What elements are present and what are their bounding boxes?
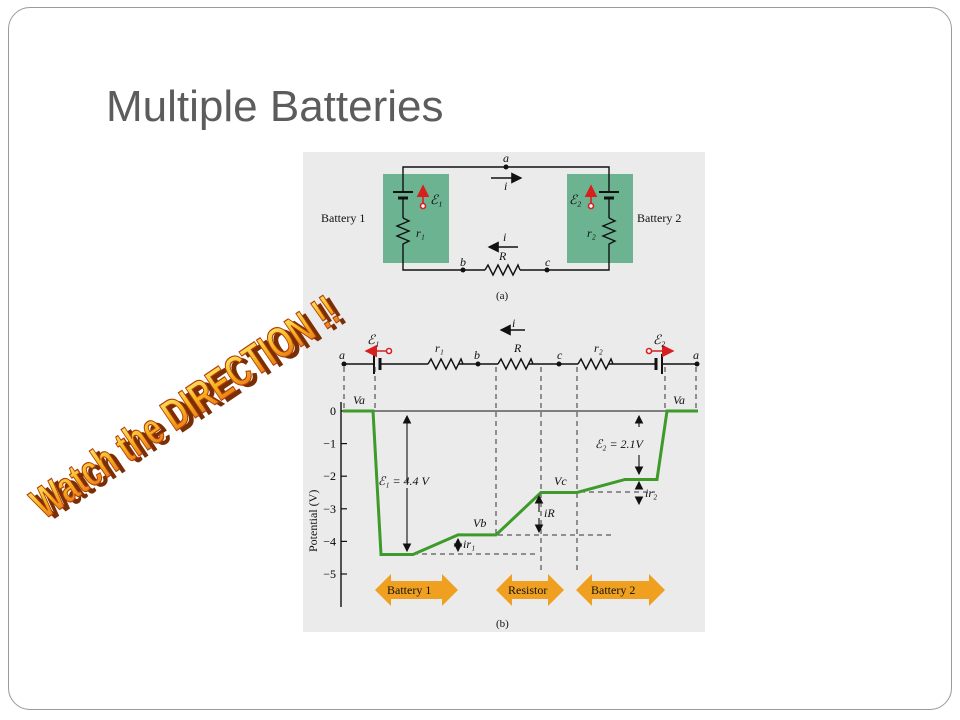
plot-node-b-label: b [474, 348, 480, 362]
battery1-section-arrow [375, 574, 458, 606]
plot-node-c-label: c [557, 348, 563, 362]
current-bottom-label: i [503, 230, 506, 244]
circuit-figure: Battery 1 Battery 2 ℰ₁ ℰ₂ r₁ r₂ a b c i … [303, 152, 705, 632]
potential-trace [343, 409, 698, 556]
resistor-section-arrow [496, 574, 564, 606]
battery1-box [383, 174, 449, 263]
circuit-wires [393, 166, 619, 277]
y-axis-label: Potential (V) [306, 490, 320, 552]
ir1-label: ir₁ [463, 537, 475, 551]
plot-axes [340, 402, 693, 607]
current-top-label: i [504, 179, 507, 193]
emf1-value-label: ℰ₁ = 4.4 V [378, 474, 431, 488]
battery2-section-arrow [576, 574, 665, 606]
resistor-label: R [498, 249, 507, 263]
slide-title: Multiple Batteries [106, 82, 444, 131]
plot-emf2-label: ℰ₂ [653, 332, 666, 347]
node-b-label: b [460, 255, 466, 269]
figure-svg: Battery 1 Battery 2 ℰ₁ ℰ₂ r₁ r₂ a b c i … [303, 152, 705, 632]
node-c-dot [544, 267, 550, 273]
battery2-box [567, 174, 633, 263]
emf1-label: ℰ₁ [430, 192, 442, 207]
Vb-label: Vb [473, 516, 486, 530]
Vc-label: Vc [554, 474, 567, 488]
emf2-label: ℰ₂ [569, 192, 582, 207]
emf-arrows-plot [364, 344, 675, 358]
plot-node-a-right [694, 361, 700, 367]
node-a-dot [503, 164, 509, 170]
r2-label: r₂ [587, 226, 596, 240]
plot-emf1-label: ℰ₁ [367, 332, 379, 347]
y-tick-label: −1 [323, 437, 336, 451]
y-tick-label: 0 [330, 404, 336, 418]
caption-a: (a) [496, 290, 509, 302]
node-b-dot [460, 267, 466, 273]
ir2-label: ir₂ [645, 486, 657, 500]
y-ticks: 0 −1 −2 −3 −4 −5 [323, 404, 347, 581]
section-battery1-label: Battery 1 [387, 583, 431, 597]
Va-right-label: Va [673, 393, 685, 407]
y-tick-label: −2 [323, 469, 336, 483]
battery2-label: Battery 2 [637, 211, 681, 225]
emf-arrows-circuit [416, 184, 598, 210]
emf2-value-label: ℰ₂ = 2.1V [595, 437, 645, 451]
plot-current-label: i [512, 316, 515, 330]
plot-node-a-right-label: a [693, 348, 699, 362]
figure-background [303, 152, 705, 632]
plot-node-b [475, 361, 481, 367]
plot-node-c [556, 361, 562, 367]
y-tick-label: −5 [323, 567, 336, 581]
plot-r2-label: r₂ [594, 341, 603, 355]
caption-b: (b) [496, 618, 509, 630]
y-tick-label: −3 [323, 502, 336, 516]
section-resistor-label: Resistor [508, 583, 547, 597]
dashed-guides [343, 367, 697, 572]
Va-left-label: Va [353, 393, 365, 407]
plot-node-a-left-label: a [339, 348, 345, 362]
measure-arrows [402, 414, 644, 553]
node-c-label: c [545, 255, 551, 269]
battery1-label: Battery 1 [321, 211, 365, 225]
plot-R-label: R [513, 341, 522, 355]
plot-circuit-line [344, 324, 697, 374]
node-a-label: a [503, 152, 509, 165]
plot-node-a-left [341, 361, 347, 367]
section-battery2-label: Battery 2 [591, 583, 635, 597]
iR-label: iR [544, 506, 555, 520]
r1-label: r₁ [416, 226, 425, 240]
y-tick-label: −4 [323, 534, 336, 548]
plot-r1-label: r₁ [435, 341, 444, 355]
